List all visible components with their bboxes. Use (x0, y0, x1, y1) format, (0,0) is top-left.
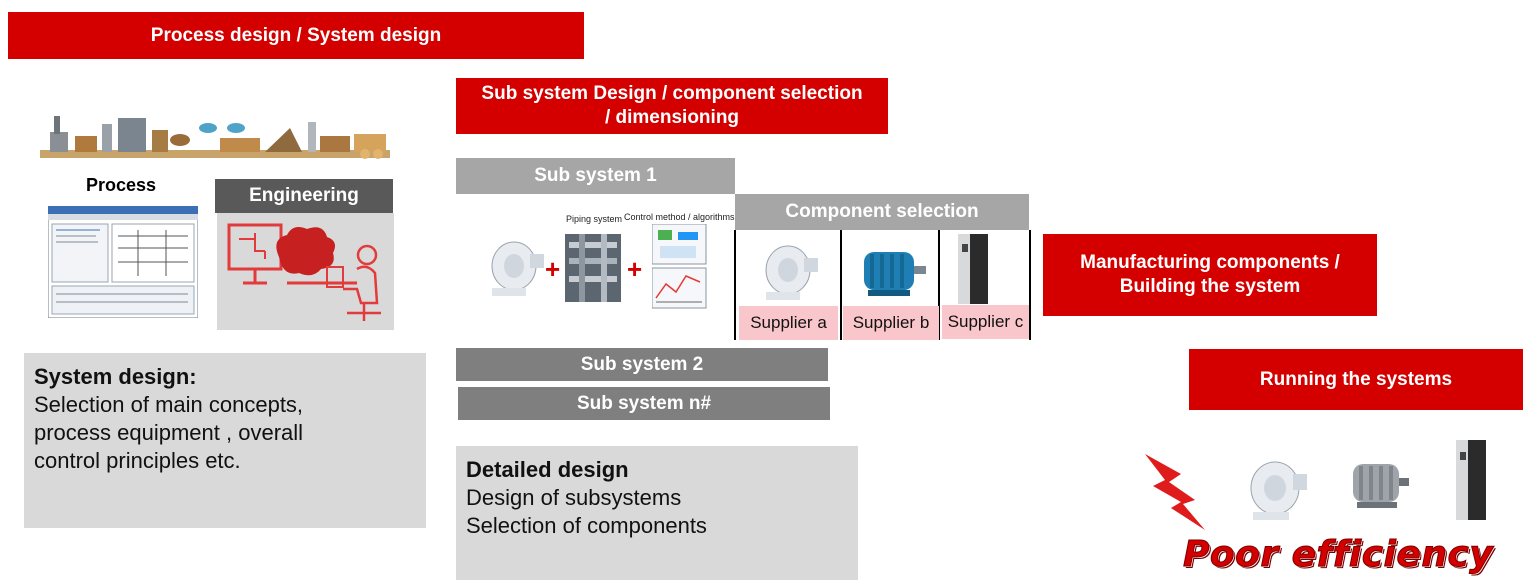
supplier-divider (1029, 230, 1031, 340)
manufacturing-title-line1: Manufacturing components / (1080, 252, 1340, 273)
subsystem-1-title: Sub system 1 (534, 165, 657, 186)
control-software-image (652, 224, 707, 309)
subsystem-1-header: Sub system 1 (456, 158, 735, 194)
system-design-line: Selection of main concepts, (34, 392, 304, 417)
detailed-design-box: Detailed design Design of subsystems Sel… (456, 446, 858, 580)
subsystem-2-title: Sub system 2 (580, 353, 704, 375)
pump-icon (1250, 461, 1307, 520)
supplier-b-label: Supplier b (843, 306, 939, 340)
subsystem-design-title-line2: / dimensioning (604, 107, 740, 128)
engineering-header: Engineering (215, 179, 393, 213)
poor-efficiency-label: Poor efficiency (1182, 534, 1494, 576)
system-design-box: System design: Selection of main concept… (24, 353, 426, 528)
engineer-at-computer-icon (227, 223, 381, 321)
subsystem-2-header: Sub system 2 (456, 348, 828, 381)
subsystem-n-header: Sub system n# (458, 387, 830, 420)
motor-icon (1353, 464, 1409, 508)
pump-icon (491, 241, 544, 296)
subsystem-design-header: Sub system Design / component selection … (456, 78, 888, 134)
supplier-divider (938, 230, 940, 340)
supplier-divider (734, 230, 736, 340)
control-method-label: Control method / algorithms (624, 212, 735, 222)
system-design-line: control principles etc. (34, 448, 241, 473)
running-title: Running the systems (1259, 368, 1453, 390)
process-design-title: Process design / System design (150, 24, 442, 46)
manufacturing-header: Manufacturing components / Building the … (1043, 234, 1377, 316)
lightning-bolt-icon (1145, 454, 1205, 530)
process-software-screenshot (48, 206, 198, 318)
manufacturing-title-line2: Building the system (1119, 276, 1301, 297)
engineering-label: Engineering (249, 185, 359, 206)
motor-icon (864, 252, 926, 296)
piping-system-label: Piping system (566, 214, 623, 224)
drive-icon (958, 234, 988, 304)
detailed-design-line: Selection of components (466, 513, 707, 538)
component-selection-title: Component selection (785, 201, 979, 222)
piping-system-image (565, 234, 621, 302)
pump-icon (765, 245, 818, 300)
system-design-heading: System design: (34, 364, 197, 389)
detailed-design-heading: Detailed design (466, 457, 629, 482)
supplier-a-label: Supplier a (739, 306, 838, 340)
component-selection-header: Component selection (735, 194, 1029, 230)
plant-process-illustration (40, 116, 390, 159)
process-design-header: Process design / System design (8, 12, 584, 59)
subsystem-design-title-line1: Sub system Design / component selection (481, 83, 863, 104)
process-label: Process (86, 175, 157, 195)
detailed-design-line: Design of subsystems (466, 485, 682, 510)
drive-icon (1456, 440, 1486, 520)
running-header: Running the systems (1189, 349, 1523, 410)
plus-icon: + (545, 254, 561, 284)
engineering-illustration (217, 213, 394, 330)
supplier-c-label: Supplier c (942, 305, 1029, 339)
subsystem-n-title: Sub system n# (576, 392, 712, 414)
supplier-divider (840, 230, 842, 340)
system-design-line: process equipment , overall (34, 420, 304, 445)
plus-icon: + (627, 254, 643, 284)
